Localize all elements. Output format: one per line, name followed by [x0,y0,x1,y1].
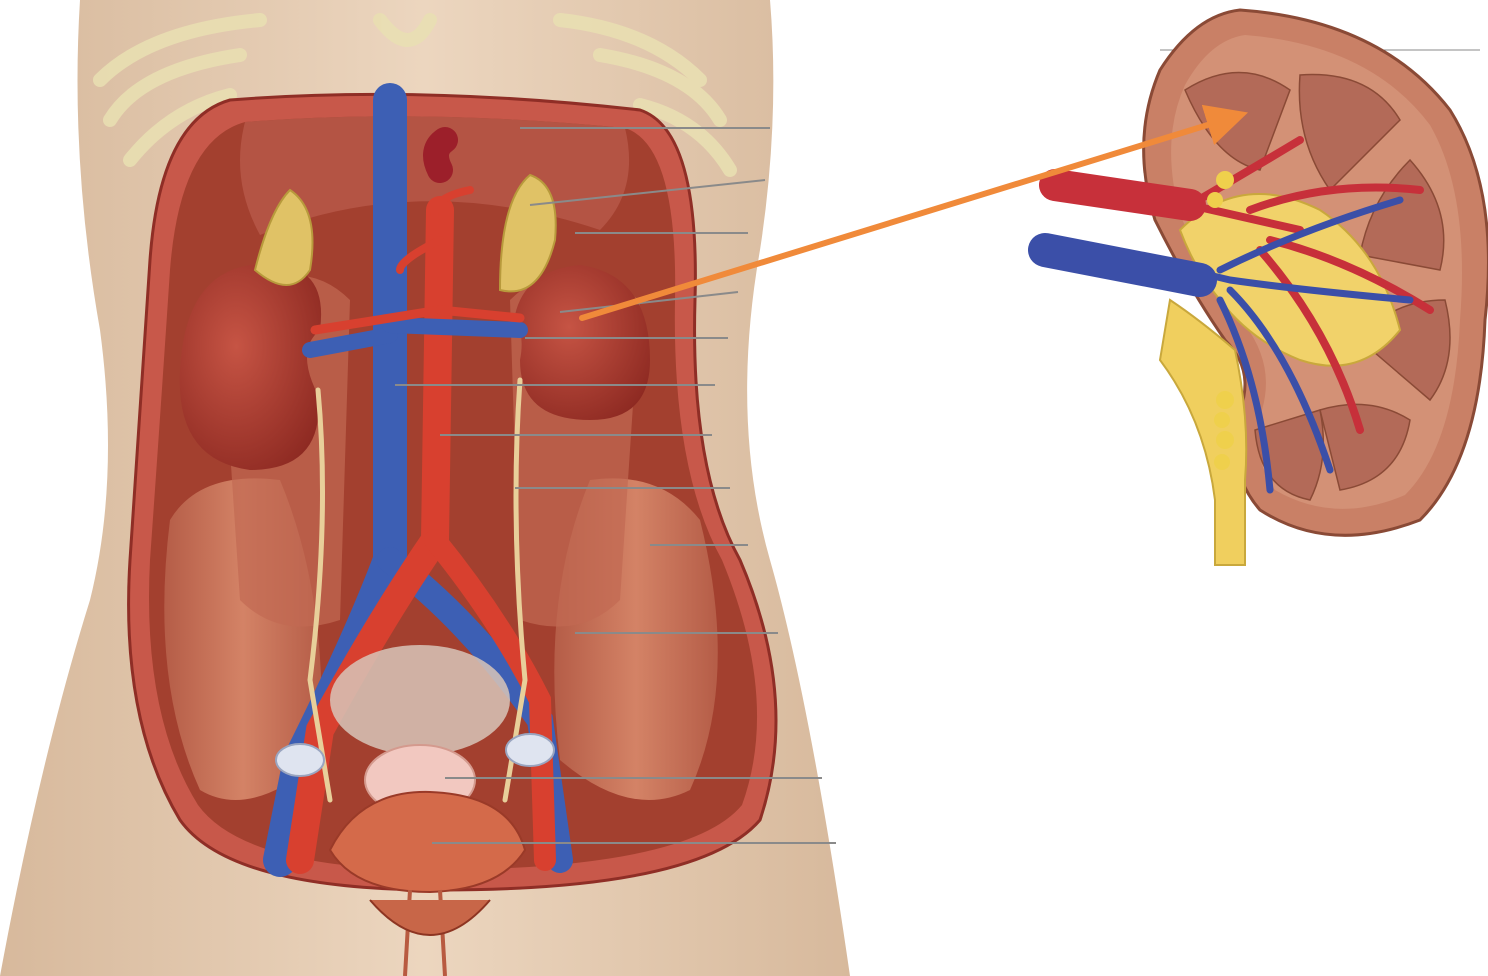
ovary-right [506,734,554,766]
ovary-left [276,744,324,776]
pelvic-floor [330,645,510,755]
esophagus [436,140,445,170]
kidney-section [1045,10,1488,565]
renal-artery-trunk [1055,185,1190,205]
renal-vein-right [390,325,520,330]
